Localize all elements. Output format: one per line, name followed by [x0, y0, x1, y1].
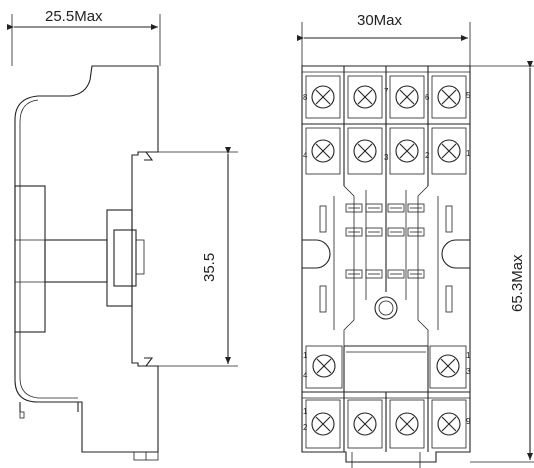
side-width-label: 25.5Max [45, 8, 103, 25]
mount-height-label: 35.5 [201, 253, 218, 282]
terminal-label-bottom-left-top: 1 [303, 407, 308, 416]
contact-clip [407, 227, 425, 237]
terminal-label-lower-left-bottom: 4 [303, 371, 308, 380]
terminal-label-1: 1 [466, 149, 471, 158]
terminal-label-8: 8 [303, 93, 308, 102]
terminal-label-4: 4 [303, 151, 308, 160]
terminal-label-9: 9 [466, 417, 471, 426]
front-width-dimension: 30Max [297, 12, 471, 66]
terminal-label-bottom-left-bottom: 2 [303, 423, 308, 432]
contact-clip [387, 203, 405, 213]
contact-clip [345, 269, 363, 279]
terminal-label-5: 5 [466, 91, 471, 100]
terminal-label-lower-left-top: 1 [303, 351, 308, 360]
terminal-label-2: 2 [425, 151, 430, 160]
contact-clip [345, 227, 363, 237]
contact-clips [345, 203, 425, 279]
side-body-outline [14, 65, 159, 453]
contact-clip [407, 203, 425, 213]
contact-clip [365, 203, 383, 213]
screw-icon [311, 412, 335, 436]
screw-icon [311, 85, 335, 109]
contact-clip [387, 269, 405, 279]
screw-icon [437, 85, 461, 109]
terminal-screws [311, 85, 461, 436]
terminal-label-6: 6 [425, 93, 430, 102]
terminal-label-lower-right-bottom: 3 [466, 367, 471, 376]
front-width-label: 30Max [357, 12, 403, 29]
screw-icon [395, 139, 419, 163]
front-view: 30Max [297, 12, 534, 468]
screw-icon [311, 139, 335, 163]
screw-icon [395, 85, 419, 109]
terminal-label-3: 3 [384, 153, 389, 162]
screw-icon [437, 139, 461, 163]
terminal-label-lower-right-top: 1 [466, 351, 471, 360]
terminal-label-7: 7 [384, 87, 389, 96]
screw-icon [353, 85, 377, 109]
screw-icon [312, 354, 336, 378]
screw-icon [353, 139, 377, 163]
contact-clip [407, 269, 425, 279]
total-height-label: 65.3Max [509, 254, 526, 312]
mount-height-dimension: 35.5 [152, 147, 238, 367]
contact-clip [365, 269, 383, 279]
screw-icon [436, 354, 460, 378]
screw-icon [395, 412, 419, 436]
screw-icon [353, 412, 377, 436]
total-height-dimension: 65.3Max [470, 61, 534, 463]
contact-clip [365, 227, 383, 237]
contact-clip [387, 227, 405, 237]
side-view: 25.5Max 35.5 [7, 8, 238, 461]
front-body-outline [301, 65, 471, 463]
contact-clip [345, 203, 363, 213]
side-width-dimension: 25.5Max [7, 8, 161, 66]
screw-icon [437, 412, 461, 436]
